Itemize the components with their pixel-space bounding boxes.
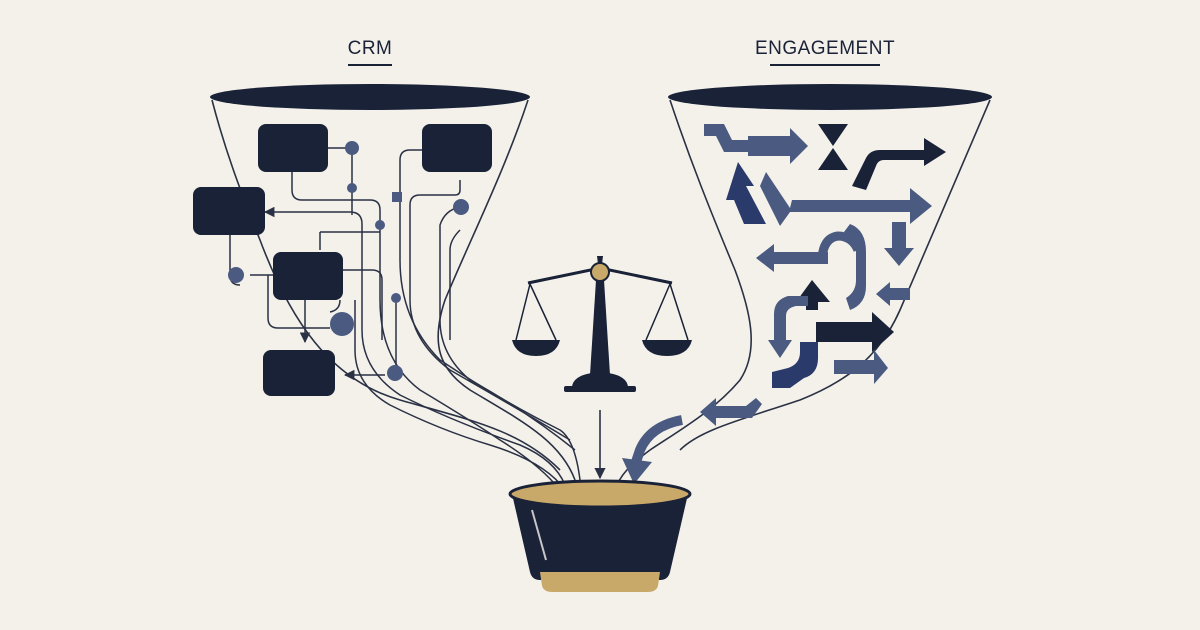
engagement-arrow: [816, 312, 894, 352]
pot-base-band: [540, 572, 660, 592]
scale-pole: [590, 280, 610, 375]
scale-foot: [564, 386, 636, 392]
engagement-arrow: [700, 398, 762, 426]
scale-finial: [597, 256, 603, 264]
balance-scale-icon: [512, 256, 692, 392]
engagement-arrow: [704, 124, 748, 152]
engagement-arrow: [631, 415, 684, 464]
crm-node-box: [258, 124, 328, 172]
engagement-title-underline: [770, 64, 880, 66]
crm-node-box: [193, 187, 265, 235]
crm-junction-dot: [228, 267, 244, 283]
crm-junction-dot: [345, 141, 359, 155]
crm-label: CRM: [347, 38, 393, 59]
crm-funnel-outline: [211, 99, 576, 481]
pot-highlight: [531, 509, 547, 561]
pot-rim: [508, 479, 692, 509]
engagement-arrow: [876, 282, 910, 306]
pot-body: [512, 494, 688, 580]
engagement-funnel-rim: [668, 84, 992, 110]
crm-junction-dot: [391, 293, 401, 303]
collection-pot-icon: [508, 479, 692, 592]
crm-junction-square: [392, 192, 402, 202]
crm-junction-dot: [453, 199, 469, 215]
scale-base: [572, 372, 628, 388]
engagement-arrow: [796, 280, 830, 310]
crm-junction-dot: [375, 220, 385, 230]
engagement-arrow: [884, 222, 914, 266]
crm-node-box: [273, 252, 343, 300]
engagement-funnel: [614, 84, 992, 491]
crm-junctions: [228, 141, 469, 381]
engagement-arrow-head: [622, 458, 652, 484]
crm-node-box: [422, 124, 492, 172]
engagement-arrow: [760, 172, 932, 226]
engagement-arrow: [756, 244, 828, 272]
crm-junction-dot: [330, 312, 354, 336]
engagement-arrow: [834, 350, 888, 384]
engagement-label: ENGAGEMENT: [754, 38, 896, 59]
crm-funnel-rim: [210, 84, 530, 110]
engagement-hourglass: [818, 124, 848, 170]
engagement-arrow: [817, 231, 863, 263]
engagement-arrow: [748, 128, 808, 164]
engagement-funnel-title: ENGAGEMENT: [740, 38, 910, 66]
crm-funnel-title: CRM: [330, 38, 410, 66]
engagement-arrow: [772, 342, 818, 388]
crm-funnel: [193, 84, 581, 491]
engagement-arrow: [852, 138, 946, 190]
crm-node-box: [263, 350, 335, 396]
engagement-arrows: [622, 124, 946, 484]
left-pan: [512, 340, 560, 356]
crm-connectors: [229, 147, 581, 491]
crm-junction-dot: [387, 365, 403, 381]
engagement-arrow: [768, 296, 808, 358]
crm-title-underline: [348, 64, 392, 66]
crm-nodes: [193, 124, 492, 396]
right-pan: [642, 340, 692, 356]
engagement-funnel-outline: [614, 99, 991, 491]
crm-junction-dot: [347, 183, 357, 193]
engagement-arrow: [726, 162, 766, 224]
scale-pivot: [590, 262, 610, 282]
